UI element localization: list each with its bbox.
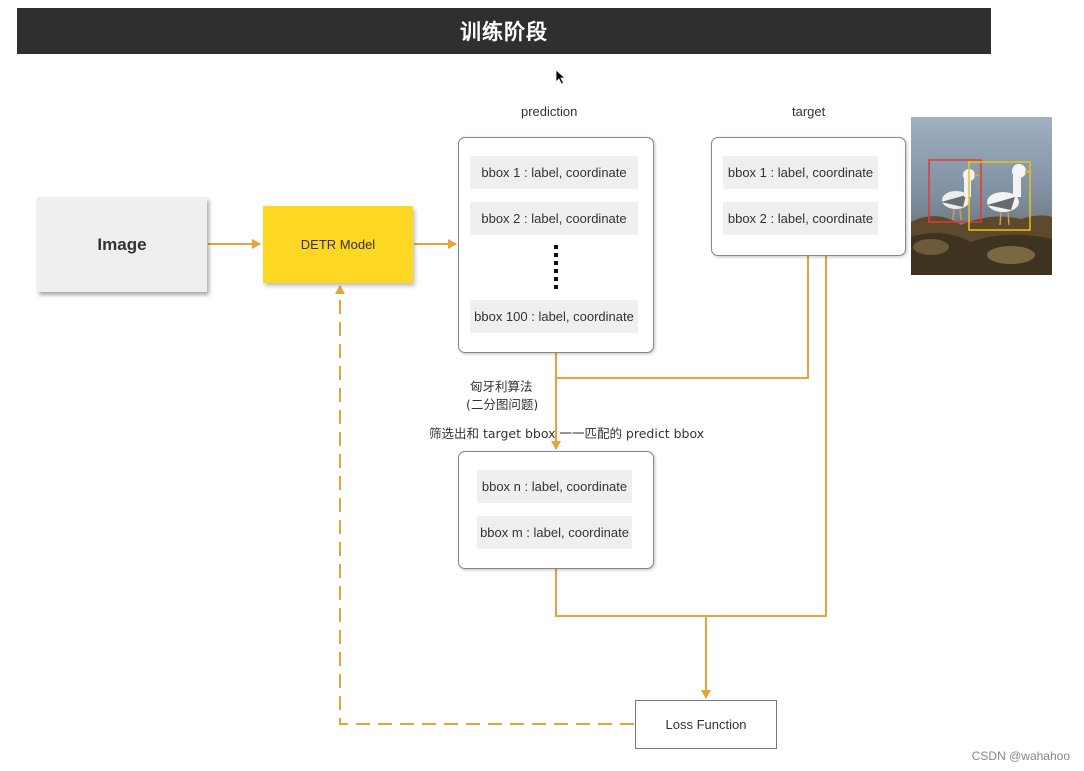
seagull-right <box>987 164 1033 226</box>
target-row: bbox 1 : label, coordinate <box>723 156 878 189</box>
prediction-label: prediction <box>521 104 578 119</box>
prediction-row: bbox 100 : label, coordinate <box>470 300 638 333</box>
algorithm-label: 匈牙利算法 <box>470 379 533 394</box>
matched-panel <box>458 451 654 569</box>
target-row: bbox 2 : label, coordinate <box>723 202 878 235</box>
prediction-row: bbox 1 : label, coordinate <box>470 156 638 189</box>
line-target-to-matching <box>556 255 809 379</box>
image-node: Image <box>37 197 207 292</box>
page-title: 训练阶段 <box>17 8 991 54</box>
detr-model-node: DETR Model <box>263 206 413 283</box>
target-label: target <box>792 104 826 119</box>
prediction-row: bbox 2 : label, coordinate <box>470 202 638 235</box>
mouse-pointer-icon <box>555 69 567 85</box>
watermark: CSDN @wahahoo <box>971 749 1070 763</box>
line-matched-to-loss <box>555 568 706 617</box>
filter-label: 筛选出和 target bbox 一一匹配的 predict bbox <box>429 426 705 441</box>
line-target-to-loss <box>706 255 827 617</box>
loss-function-node: Loss Function <box>635 700 777 749</box>
bbox-red <box>928 159 982 223</box>
dashed-feedback-loss-to-model <box>335 285 634 725</box>
ellipsis-dots <box>554 245 558 291</box>
matched-row: bbox m : label, coordinate <box>477 516 632 549</box>
matched-row: bbox n : label, coordinate <box>477 470 632 503</box>
target-panel <box>711 137 906 256</box>
seagull-left <box>941 169 981 221</box>
seagulls-photo <box>911 117 1052 275</box>
bbox-yellow <box>968 161 1031 231</box>
problem-label: (二分图问题) <box>466 397 539 412</box>
